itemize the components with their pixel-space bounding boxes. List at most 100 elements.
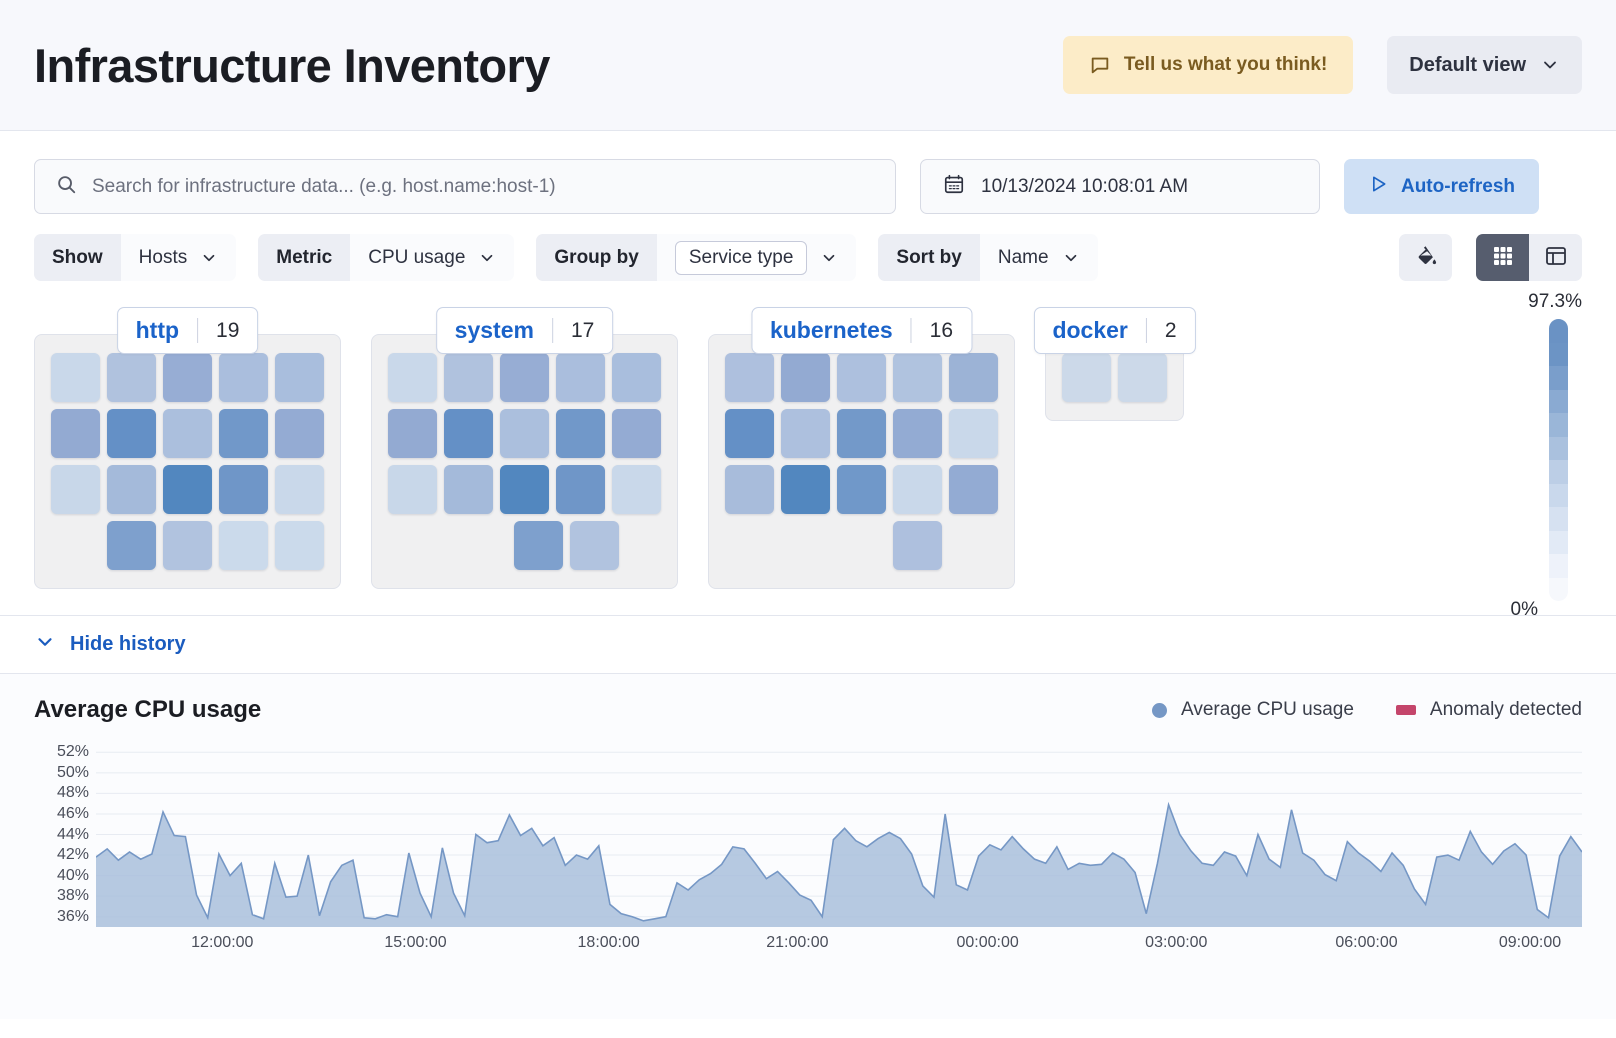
host-cell[interactable]: [949, 353, 998, 402]
host-cell[interactable]: [275, 521, 324, 570]
host-cell[interactable]: [51, 353, 100, 402]
cell-row: [1062, 353, 1167, 402]
host-cell[interactable]: [893, 409, 942, 458]
host-cell[interactable]: [556, 409, 605, 458]
host-cell[interactable]: [163, 353, 212, 402]
host-cell[interactable]: [388, 465, 437, 514]
group-badge[interactable]: docker 2: [1033, 307, 1196, 354]
host-cell[interactable]: [388, 409, 437, 458]
host-cell[interactable]: [107, 409, 156, 458]
divider: [197, 318, 199, 343]
host-cell[interactable]: [949, 465, 998, 514]
host-cell[interactable]: [1062, 353, 1111, 402]
host-cell[interactable]: [725, 465, 774, 514]
host-cell[interactable]: [275, 409, 324, 458]
auto-refresh-button[interactable]: Auto-refresh: [1344, 159, 1539, 214]
search-input[interactable]: [92, 175, 875, 198]
host-cell[interactable]: [1118, 353, 1167, 402]
default-view-button[interactable]: Default view: [1387, 36, 1582, 94]
feedback-button[interactable]: Tell us what you think!: [1062, 36, 1354, 94]
y-axis-tick: 42%: [56, 846, 89, 864]
host-cell[interactable]: [570, 521, 619, 570]
host-cell[interactable]: [219, 465, 268, 514]
group-name[interactable]: http: [135, 317, 180, 343]
host-cell[interactable]: [51, 409, 100, 458]
host-cell[interactable]: [500, 465, 549, 514]
host-cell[interactable]: [893, 353, 942, 402]
cell-row: [388, 409, 661, 458]
x-axis-tick: 21:00:00: [766, 934, 829, 951]
host-cell[interactable]: [725, 409, 774, 458]
x-axis-tick: 06:00:00: [1335, 934, 1398, 951]
host-cell[interactable]: [275, 353, 324, 402]
host-cell[interactable]: [107, 353, 156, 402]
legend-stop: [1549, 389, 1568, 413]
host-cell[interactable]: [893, 521, 942, 570]
host-cell[interactable]: [388, 353, 437, 402]
host-cell[interactable]: [51, 465, 100, 514]
host-cell[interactable]: [612, 353, 661, 402]
y-axis-labels: 52%50%48%46%44%42%40%38%36%: [34, 742, 89, 927]
hide-history-toggle[interactable]: Hide history: [0, 616, 1616, 674]
host-cell[interactable]: [514, 521, 563, 570]
host-cell[interactable]: [163, 409, 212, 458]
cell-row: [725, 465, 998, 514]
cell-row: [51, 409, 324, 458]
group-cells: [708, 334, 1015, 589]
chevron-down-icon: [34, 631, 56, 659]
host-cell[interactable]: [219, 521, 268, 570]
host-cell[interactable]: [837, 353, 886, 402]
host-cell[interactable]: [781, 409, 830, 458]
group-name[interactable]: system: [454, 317, 534, 343]
host-cell[interactable]: [837, 409, 886, 458]
host-cell[interactable]: [781, 353, 830, 402]
grid-view-button[interactable]: [1476, 234, 1529, 281]
filter-value-show[interactable]: Hosts: [120, 234, 237, 281]
table-view-button[interactable]: [1529, 234, 1582, 281]
filter-value-group-by[interactable]: Service type: [656, 234, 857, 281]
host-cell[interactable]: [444, 353, 493, 402]
host-cell[interactable]: [444, 409, 493, 458]
host-cell[interactable]: [163, 521, 212, 570]
host-cell[interactable]: [444, 465, 493, 514]
host-cell[interactable]: [556, 465, 605, 514]
host-cell[interactable]: [837, 465, 886, 514]
host-cell[interactable]: [219, 409, 268, 458]
host-cell[interactable]: [781, 465, 830, 514]
group-name[interactable]: kubernetes: [769, 317, 893, 343]
chart-legend-item[interactable]: Average CPU usage: [1152, 699, 1354, 721]
legend-stop: [1549, 319, 1568, 343]
filter-value-metric[interactable]: CPU usage: [350, 234, 515, 281]
group-name[interactable]: docker: [1052, 317, 1128, 343]
host-cell[interactable]: [163, 465, 212, 514]
color-fill-icon-button[interactable]: [1399, 234, 1452, 281]
host-cell[interactable]: [725, 353, 774, 402]
host-cell[interactable]: [107, 465, 156, 514]
y-axis-tick: 48%: [56, 784, 89, 802]
host-cell[interactable]: [612, 409, 661, 458]
cell-row: [388, 465, 661, 514]
host-cell[interactable]: [612, 465, 661, 514]
group-cells: [371, 334, 678, 589]
host-cell[interactable]: [500, 409, 549, 458]
search-box[interactable]: [34, 159, 896, 214]
host-cell[interactable]: [949, 409, 998, 458]
host-cell[interactable]: [893, 465, 942, 514]
filter-value-sort-by[interactable]: Name: [979, 234, 1098, 281]
host-cell[interactable]: [500, 353, 549, 402]
host-cell[interactable]: [556, 353, 605, 402]
host-cell[interactable]: [219, 353, 268, 402]
group-count: 2: [1164, 318, 1177, 342]
chart-legend-item[interactable]: Anomaly detected: [1395, 699, 1582, 721]
date-picker[interactable]: 10/13/2024 10:08:01 AM: [920, 159, 1320, 214]
date-picker-value: 10/13/2024 10:08:01 AM: [981, 175, 1189, 197]
plot-area: [96, 742, 1582, 927]
host-cell[interactable]: [275, 465, 324, 514]
chart-legend: Average CPU usage Anomaly detected: [1152, 699, 1582, 721]
color-scale-legend: 97.3% 0%: [1482, 291, 1582, 621]
host-cell[interactable]: [107, 521, 156, 570]
